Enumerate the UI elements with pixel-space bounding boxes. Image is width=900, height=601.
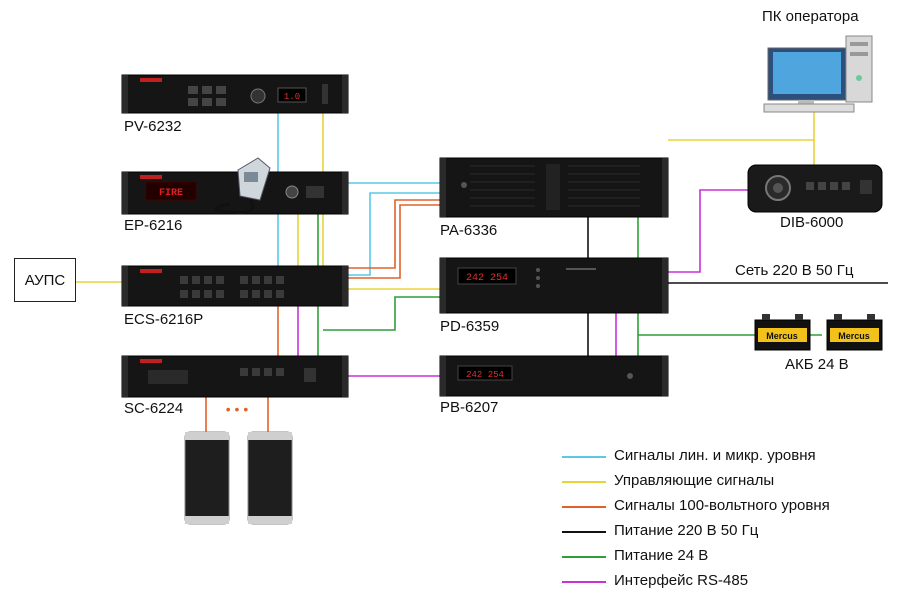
legend-swatch	[562, 506, 606, 508]
microphone-icon	[214, 157, 271, 214]
speaker-icon-1	[184, 431, 230, 525]
cyan-ecs-pa	[348, 192, 440, 276]
label-pd-6359: PD-6359	[440, 318, 500, 335]
rack-ep-6216: FIRE	[121, 171, 349, 215]
dib-6000-unit	[747, 164, 883, 213]
label-battery: АКБ 24 В	[785, 356, 849, 373]
battery-brand-2: Mercus	[838, 331, 870, 341]
legend: Сигналы лин. и микр. уровня Управляющие …	[562, 445, 892, 595]
orange-pa-ecs	[348, 199, 440, 269]
legend-swatch	[562, 556, 606, 558]
rack-sc-6224	[121, 355, 349, 398]
rack-pb-6207: 242 254	[439, 355, 669, 397]
aups-box: АУПС	[14, 258, 76, 302]
label-sc-6224: SC-6224	[124, 400, 184, 417]
orange-pa-ecs-2	[348, 204, 440, 279]
pv-display: 1.0	[284, 92, 300, 102]
pd-display: 242 254	[466, 273, 508, 284]
rack-pv-6232: 1.0	[121, 74, 349, 114]
label-pa-6336: PA-6336	[440, 222, 498, 239]
legend-item-line-signal: Сигналы лин. и микр. уровня	[562, 445, 892, 470]
legend-item-dc-power: Питание 24 В	[562, 545, 892, 570]
label-dib-6000: DIB-6000	[780, 214, 844, 231]
legend-label: Интерфейс RS-485	[614, 572, 749, 589]
legend-label: Питание 24 В	[614, 547, 709, 564]
label-pv-6232: PV-6232	[124, 118, 182, 135]
legend-label: Управляющие сигналы	[614, 472, 775, 489]
label-pb-6207: PB-6207	[440, 399, 499, 416]
legend-label: Сигналы 100-вольтного уровня	[614, 497, 830, 514]
label-aups: АУПС	[24, 271, 66, 289]
legend-swatch	[562, 531, 606, 533]
legend-item-mains-power: Питание 220 В 50 Гц	[562, 520, 892, 545]
magenta-pd-dib	[668, 189, 748, 273]
label-pc: ПК оператора	[762, 8, 859, 25]
battery-icon-1: Mercus	[754, 314, 811, 351]
legend-label: Питание 220 В 50 Гц	[614, 522, 759, 539]
fire-display: FIRE	[159, 188, 183, 199]
legend-swatch	[562, 581, 606, 583]
legend-item-control-signal: Управляющие сигналы	[562, 470, 892, 495]
legend-swatch	[562, 456, 606, 458]
label-ecs-6216p: ECS-6216P	[124, 311, 204, 328]
yellow-pd-pc	[668, 112, 815, 141]
label-mains: Сеть 220 В 50 Гц	[735, 262, 854, 279]
connections	[76, 112, 888, 432]
speaker-dots: • • •	[226, 401, 249, 417]
green-pd-ecs	[323, 296, 440, 331]
label-ep-6216: EP-6216	[124, 217, 183, 234]
speaker-icon-2	[247, 431, 293, 525]
legend-swatch	[562, 481, 606, 483]
rack-pd-6359: 242 254	[439, 257, 669, 314]
rack-pa-6336	[439, 157, 669, 218]
rack-ecs-6216p	[121, 265, 349, 307]
pb-display: 242 254	[466, 370, 504, 380]
legend-item-rs485: Интерфейс RS-485	[562, 570, 892, 595]
pc-icon	[763, 35, 873, 113]
battery-icon-2: Mercus	[826, 314, 883, 351]
battery-brand-1: Mercus	[766, 331, 798, 341]
legend-label: Сигналы лин. и микр. уровня	[614, 447, 816, 464]
legend-item-speaker-signal: Сигналы 100-вольтного уровня	[562, 495, 892, 520]
